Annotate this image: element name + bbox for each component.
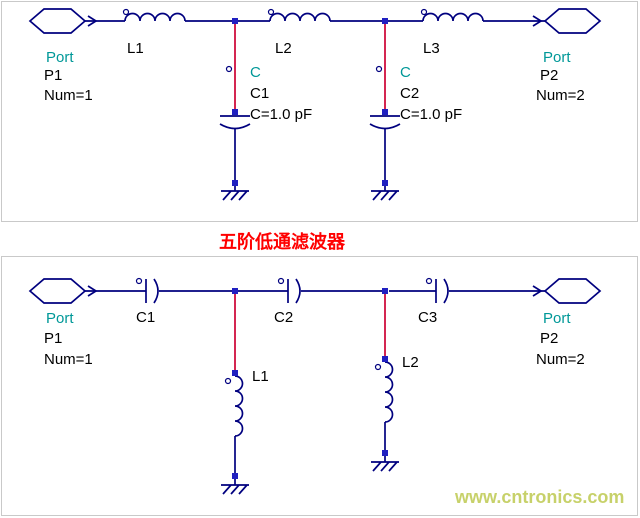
inductor-label: L1 [127,40,144,57]
port-hexagon [543,8,602,34]
ground-symbol [221,186,249,201]
pin-circle-icon [122,8,428,73]
port-name-label: P2 [540,67,559,84]
capacitor-type-label: C [400,64,411,81]
ground-symbol [221,479,249,495]
watermark-text: www.cntronics.com [455,487,625,507]
junction-node [232,109,238,115]
inductor-label: L1 [252,368,269,385]
capacitor-curved-plate [219,123,251,130]
port-type-label: Port [543,49,571,66]
junction-node [232,18,238,24]
junction-node [232,288,238,294]
top-circuit [28,8,602,201]
pin-circle-icon [135,277,433,385]
top-circuit-hot-wires [234,24,386,109]
junction-node [382,450,388,456]
wire [85,290,545,473]
bottom-circuit-hot-wires [234,294,386,370]
port-type-label: Port [46,49,74,66]
junction-node [382,356,388,362]
capacitor-curved-plate [153,278,159,304]
inductor-coil [384,361,394,423]
pin-arrow-icon [532,285,543,297]
inductor-coil [422,12,484,22]
top-schematic-panel [1,1,638,222]
port-type-label: Port [543,310,571,327]
capacitor-curved-plate [369,123,401,130]
capacitor-curved-plate [443,278,449,304]
port-name-label: P1 [44,67,63,84]
junction-node [232,370,238,376]
port-name-label: P2 [540,330,559,347]
junction-node [382,288,388,294]
port-hexagon [543,278,602,304]
inductor-coil [124,12,186,22]
port-type-label: Port [46,310,74,327]
capacitor-name-label: C3 [418,309,438,326]
inductor-label: L3 [423,40,440,57]
capacitor-value-label: C=1.0 pF [250,106,313,123]
port-hexagon [28,8,87,34]
port-num-label: Num=2 [536,351,585,368]
ground-symbol [371,186,399,201]
capacitor-name-label: C1 [136,309,156,326]
inductor-label: L2 [275,40,292,57]
capacitor-name-label: C2 [274,309,294,326]
port-hexagon [28,278,87,304]
port-name-label: P1 [44,330,63,347]
port-num-label: Num=1 [44,351,93,368]
inductor-coil [269,12,331,22]
bottom-circuit-junctions [232,288,388,479]
pin-arrow-icon [532,15,543,27]
junction-node [382,180,388,186]
top-circuit-junctions [232,18,388,186]
wire-hot [234,294,386,370]
inductor-coil [234,375,244,437]
wire [85,20,545,180]
wire-hot [234,24,386,109]
capacitor-curved-plate [295,278,301,304]
capacitor-value-label: C=1.0 pF [400,106,463,123]
port-num-label: Num=1 [44,87,93,104]
junction-node [382,109,388,115]
junction-node [232,473,238,479]
page-title: 五阶低通滤波器 [219,232,345,252]
inductor-label: L2 [402,354,419,371]
capacitor-name-label: C1 [250,85,270,102]
port-num-label: Num=2 [536,87,585,104]
capacitor-type-label: C [250,64,261,81]
junction-node [382,18,388,24]
junction-node [232,180,238,186]
capacitor-name-label: C2 [400,85,420,102]
ground-symbol [371,456,399,472]
bottom-schematic-panel [1,256,638,516]
bottom-circuit [28,277,602,495]
